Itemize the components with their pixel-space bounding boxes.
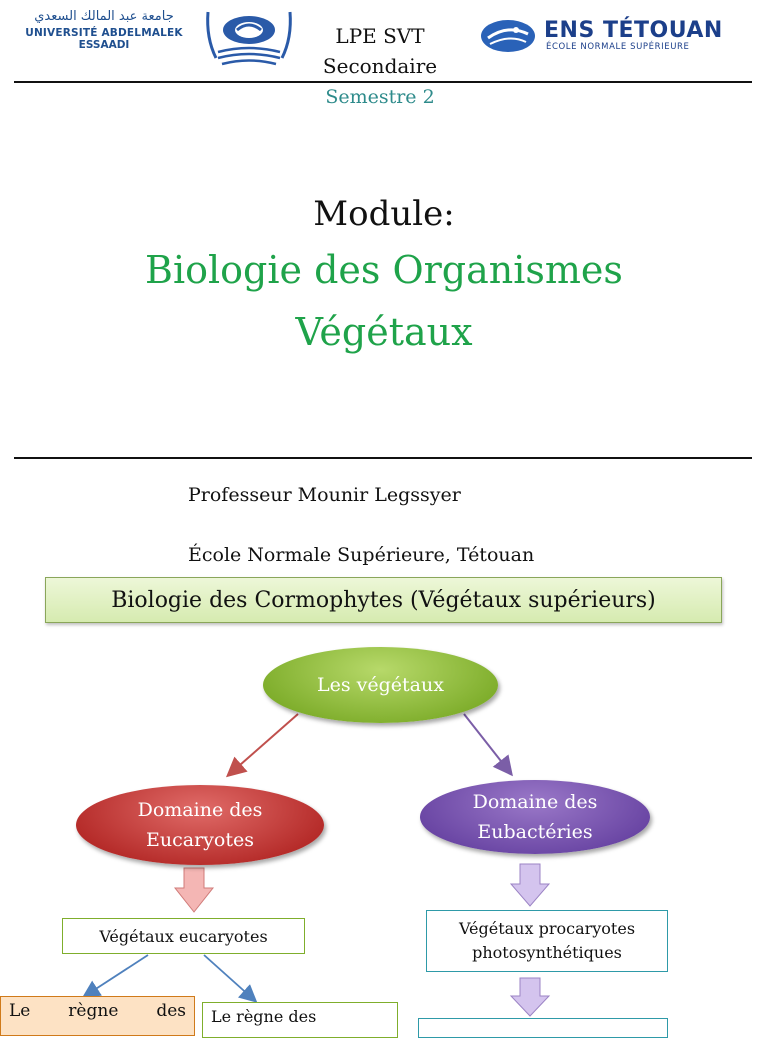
ens-title: ENS TÉTOUAN (544, 18, 723, 43)
header-divider (14, 81, 752, 83)
node-eucaryotes-line2: Eucaryotes (146, 829, 254, 851)
block-arrow-purple-top (509, 863, 551, 907)
arrow-eucaryotes-to-regne-right (203, 954, 258, 1003)
node-les-vegetaux: Les végétaux (263, 647, 498, 723)
node-eubacteries-line1: Domaine des (472, 791, 598, 813)
professor-name: Professeur Mounir Legssyer (188, 484, 461, 506)
node-domaine-eucaryotes: Domaine des Eucaryotes (76, 785, 324, 865)
box-procaryotes-line2: photosynthétiques (472, 943, 622, 962)
module-title-line1: Biologie des Organismes (145, 248, 623, 292)
title-divider (14, 457, 752, 459)
ens-subtitle: ÉCOLE NORMALE SUPÉRIEURE (546, 42, 690, 52)
module-label: Module: (313, 194, 455, 234)
universite-emblem-icon (206, 11, 292, 66)
universite-name-arabic: جامعة عبد المالك السعدي (34, 9, 174, 24)
node-eubacteries-line2: Eubactéries (477, 821, 593, 843)
arrow-eucaryotes-to-regne-left (81, 954, 149, 998)
ens-emblem-icon (481, 20, 535, 52)
node-eucaryotes-line1: Domaine des (137, 799, 263, 821)
block-arrow-red (173, 867, 215, 913)
diagram-banner: Biologie des Cormophytes (Végétaux supér… (45, 577, 722, 623)
universite-name-line1: UNIVERSITÉ ABDELMALEK (25, 27, 183, 39)
regne-left-word2: règne (68, 1001, 119, 1021)
box-vegetaux-eucaryotes: Végétaux eucaryotes (62, 918, 305, 954)
school-name: École Normale Supérieure, Tétouan (188, 544, 535, 566)
node-les-vegetaux-label: Les végétaux (317, 674, 444, 696)
semester-label: Semestre 2 (325, 86, 435, 108)
level-label: Secondaire (322, 54, 438, 78)
ens-logo: ENS TÉTOUAN ÉCOLE NORMALE SUPÉRIEURE (480, 18, 760, 58)
box-procaryotes-line1: Végétaux procaryotes (458, 919, 636, 938)
box-regne-right: Le règne des (202, 1002, 398, 1038)
arrow-root-to-eucaryotes (225, 713, 299, 778)
universite-name-line2: ESSAADI (78, 39, 130, 51)
block-arrow-purple-bottom (509, 977, 551, 1017)
box-procaryotes-child (418, 1018, 668, 1038)
regne-left-word3: des (156, 1001, 186, 1021)
node-domaine-eubacteries: Domaine des Eubactéries (420, 780, 650, 854)
box-vegetaux-procaryotes: Végétaux procaryotes photosynthétiques (426, 910, 668, 972)
arrow-root-to-eubacteries (463, 713, 513, 777)
box-regne-left: Le règne des (0, 996, 195, 1036)
universite-logo: جامعة عبد المالك السعدي UNIVERSITÉ ABDEL… (14, 8, 292, 66)
module-title-line2: Végétaux (295, 310, 473, 354)
regne-left-word1: Le (9, 1001, 31, 1021)
program-label: LPE SVT (335, 24, 425, 48)
